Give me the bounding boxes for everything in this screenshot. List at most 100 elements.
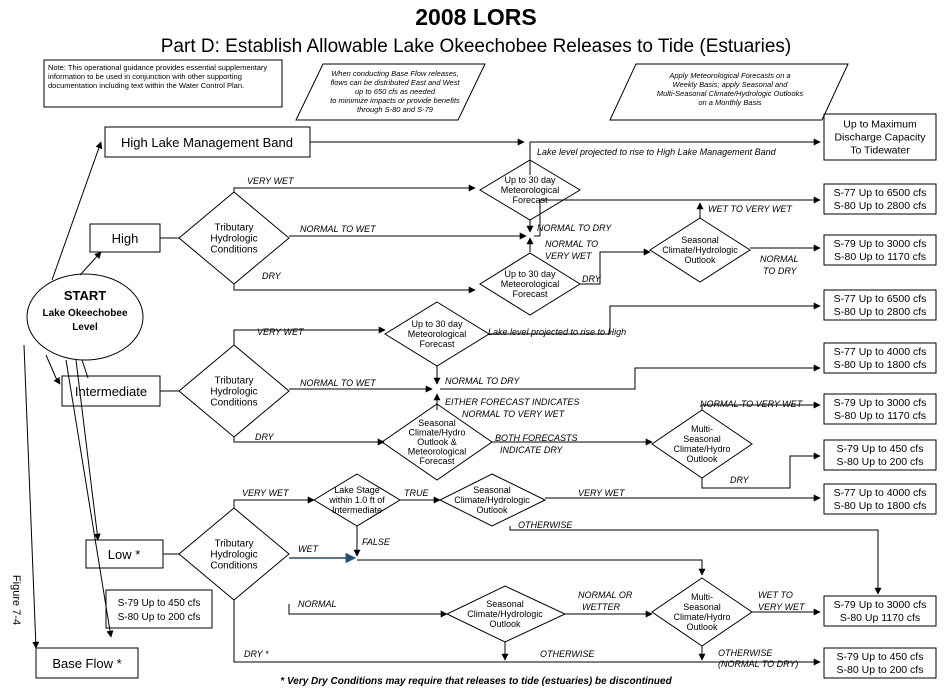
edge-label: WET TO VERY WET [708, 204, 793, 214]
tributary-text: Hydrologic [210, 387, 257, 398]
start-line3: Level [72, 322, 98, 333]
outcome-text: S-79 Up to 450 cfs [837, 651, 924, 663]
note-line: Weekly Basis; apply Seasonal and [672, 80, 788, 89]
edge-label: OTHERWISE [718, 648, 773, 658]
outcome-text: S-80 Up to 1170 cfs [834, 410, 926, 422]
edge-label: (NORMAL TO DRY) [718, 659, 798, 669]
outcome-text: S-80 Up to 1800 cfs [834, 359, 927, 371]
note-line: When conducting Base Flow releases, [331, 69, 459, 78]
seasonal-text: Climate/Hydrologic [454, 495, 530, 505]
outcome-box-9 [823, 647, 937, 679]
seasonal-text: Seasonal [473, 485, 511, 495]
base-outcome-l2: S-80 Up to 200 cfs [118, 612, 201, 623]
met-forecast-text: Meteorological [501, 279, 560, 289]
edge-label: WET [298, 544, 319, 554]
note-para1: When conducting Base Flow releases,flows… [320, 69, 470, 114]
edge-label: Lake level projected to rise to High Lak… [537, 147, 777, 157]
tributary-text: Conditions [210, 398, 257, 409]
outcome-text: S-79 Up to 450 cfs [837, 443, 924, 455]
outcome-box-5 [823, 393, 937, 425]
edge-label: NORMAL TO WET [300, 224, 377, 234]
outcome-text: S-77 Up to 6500 cfs [834, 293, 927, 305]
tributary-text: Hydrologic [210, 234, 257, 245]
tributary-text: Conditions [210, 561, 257, 572]
outcome-box-3 [823, 289, 937, 321]
outcome-text: To Tidewater [850, 145, 910, 157]
lake-stage-text: within 1.0 ft of [328, 495, 385, 505]
figure-label-vertical: Figure 7-4 [10, 574, 22, 626]
seasonal-text: Outlook [684, 255, 716, 265]
tributary-text: Tributary [214, 223, 253, 234]
edge-label: VERY WET [578, 488, 626, 498]
edge-label: NORMAL TO [545, 239, 598, 249]
outcome-text: S-77 Up to 4000 cfs [834, 487, 927, 499]
note-text: Note: This operational guidance provides… [48, 63, 268, 90]
edge-label: BOTH FORECASTS [495, 433, 578, 443]
edge-label: NORMAL TO VERY WET [700, 399, 804, 409]
note-box [43, 59, 283, 108]
met-forecast-high-2 [479, 252, 581, 316]
met-forecast-text: Meteorological [501, 185, 560, 195]
multi-text: Climate/Hydro [673, 444, 730, 454]
multi-text: Multi- [691, 424, 713, 434]
outcome-box-8 [823, 595, 937, 627]
seasonal-int-text: Meteorological [408, 447, 467, 457]
seasonal-int-text: Seasonal [418, 418, 456, 428]
edge-label: VERY WET [545, 251, 593, 261]
base-flow-outcome-box [105, 589, 213, 629]
seasonal-text: Outlook [489, 619, 521, 629]
outcome-text: Discharge Capacity [834, 132, 926, 144]
start-ellipse [26, 273, 144, 361]
met-forecast-text: Up to 30 day [411, 319, 463, 329]
band-intermediate: Intermediate [75, 384, 147, 399]
seasonal-int-text: Climate/Hydro [408, 428, 465, 438]
page-subtitle: Part D: Establish Allowable Lake Okeecho… [160, 36, 792, 57]
seasonal-high-diamond [649, 217, 751, 283]
outcome-text: S-80 Up to 1800 cfs [834, 500, 927, 512]
multi-text: Seasonal [683, 434, 721, 444]
outcome-text: S-80 Up to 200 cfs [837, 456, 924, 468]
seasonal-text: Seasonal [486, 599, 524, 609]
note-parallelogram-2 [609, 63, 849, 121]
edge-label: VERY WET [257, 327, 305, 337]
edge-label: DRY [730, 475, 750, 485]
outcome-text: Up to Maximum [843, 119, 917, 131]
edge-label: VERY WET [242, 488, 290, 498]
multi-text: Multi- [691, 592, 713, 602]
edge-label: TO DRY [763, 266, 798, 276]
tributary-text: Conditions [210, 245, 257, 256]
met-forecast-text: Forecast [419, 339, 455, 349]
edge-label: INDICATE DRY [500, 445, 564, 455]
outcome-box-4 [823, 342, 937, 374]
edge-label: WETTER [582, 602, 620, 612]
note-parallelogram-1 [295, 63, 486, 121]
edge-label: DRY [582, 274, 602, 284]
outcome-text: S-80 Up to 2800 cfs [834, 306, 927, 318]
edge-label: Lake level projected to rise to High [488, 327, 626, 337]
met-forecast-text: Up to 30 day [504, 269, 556, 279]
outcome-box-2 [823, 234, 937, 266]
tributary-text: Hydrologic [210, 550, 257, 561]
seasonal-int-text: Forecast [419, 456, 455, 466]
page-title: 2008 LORS [415, 4, 537, 30]
outcome-text: S-80 Up to 200 cfs [837, 664, 924, 676]
edge-label: VERY WET [247, 176, 295, 186]
outcome-text: S-80 Up to 2800 cfs [834, 200, 927, 212]
edge-label: DRY [262, 271, 282, 281]
seasonal-text: Climate/Hydrologic [662, 245, 738, 255]
outcome-box-7 [823, 483, 937, 515]
edge-label: NORMAL TO WET [300, 378, 377, 388]
band-low: Low * [108, 547, 141, 562]
edge-label: NORMAL [760, 254, 799, 264]
note-line: Apply Meteorological Forecasts on a [669, 71, 791, 80]
outcome-box-6 [823, 439, 937, 471]
outcome-text: S-79 Up to 3000 cfs [834, 397, 927, 409]
seasonal-text: Outlook [476, 505, 508, 515]
edge-label: TRUE [404, 488, 429, 498]
multi-text: Outlook [686, 622, 718, 632]
band-high: High [112, 231, 139, 246]
footnote: * Very Dry Conditions may require that r… [280, 676, 672, 687]
lake-stage-text: Intermediate [332, 505, 382, 515]
